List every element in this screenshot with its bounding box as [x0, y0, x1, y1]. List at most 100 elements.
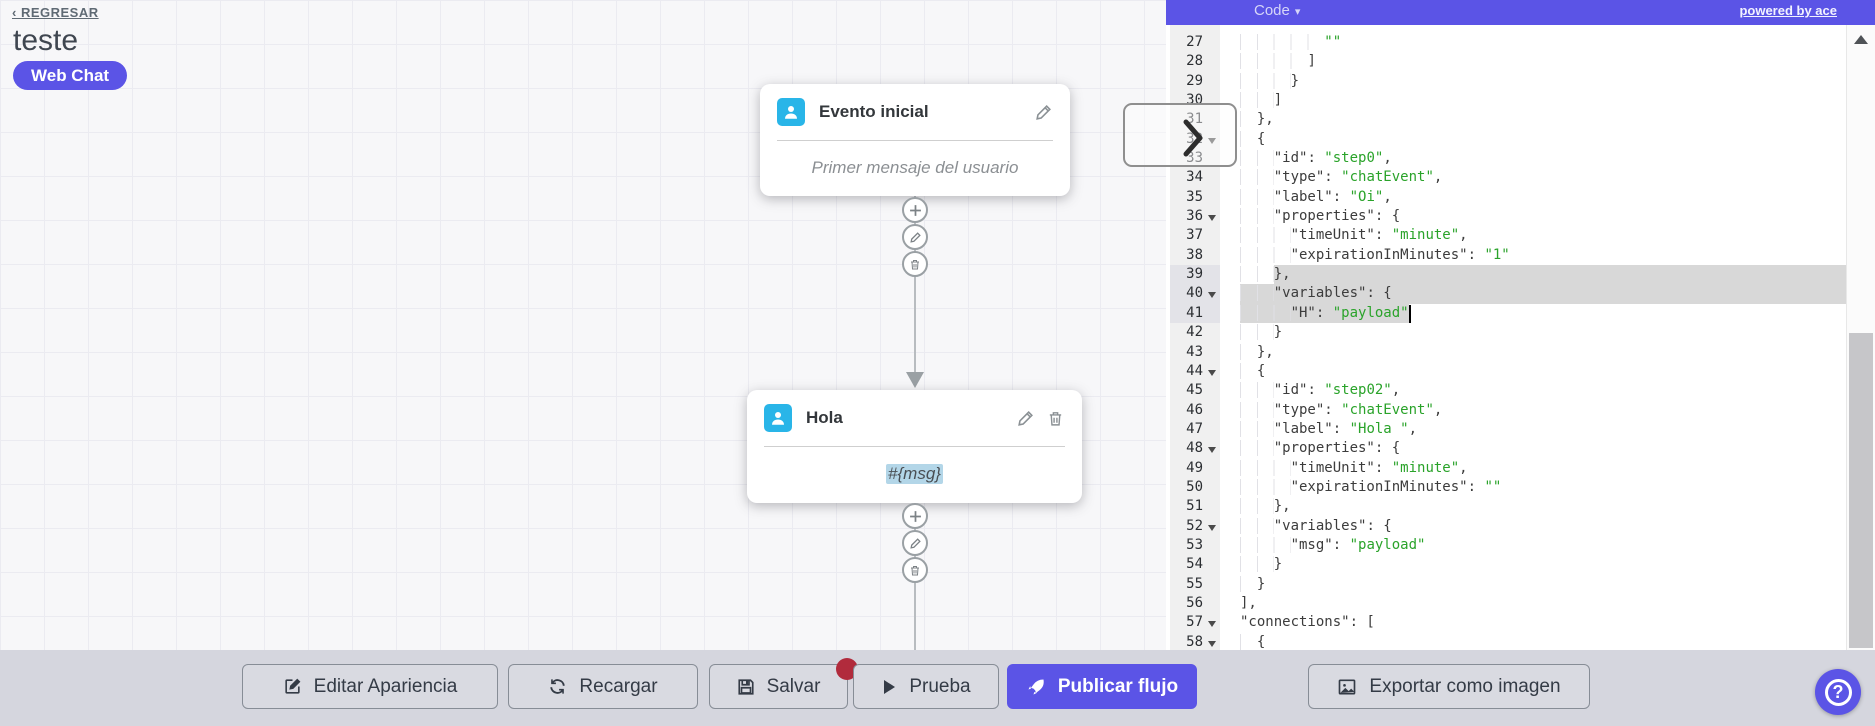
line-number[interactable]: 35 [1186, 188, 1203, 205]
code-line[interactable]: "label": "Oi", [1220, 188, 1846, 207]
line-number[interactable]: 40 [1170, 284, 1220, 304]
code-line[interactable]: { [1220, 362, 1846, 381]
scrollbar-thumb[interactable] [1849, 333, 1873, 648]
line-number[interactable]: 42 [1186, 324, 1203, 341]
code-line[interactable]: "connections": [ [1220, 613, 1846, 632]
code-line[interactable]: "type": "chatEvent", [1220, 168, 1846, 187]
code-line[interactable]: ], [1220, 594, 1846, 613]
export-image-button[interactable]: Exportar como imagen [1308, 664, 1590, 709]
line-number[interactable]: 54 [1186, 556, 1203, 573]
node-header: Hola [747, 390, 1082, 446]
line-number[interactable]: 46 [1186, 401, 1203, 418]
publish-button[interactable]: Publicar flujo [1007, 664, 1197, 709]
delete-connection-button[interactable] [902, 251, 928, 277]
line-number[interactable]: 55 [1186, 575, 1203, 592]
line-number[interactable]: 51 [1186, 498, 1203, 515]
code-line[interactable]: { [1220, 633, 1846, 650]
code-line[interactable]: "variables": { [1220, 517, 1846, 536]
trash-icon[interactable] [1045, 408, 1065, 428]
code-line[interactable]: "properties": { [1220, 439, 1846, 458]
code-line[interactable]: } [1220, 575, 1846, 594]
code-line[interactable]: }, [1220, 343, 1846, 362]
line-number[interactable]: 33 [1186, 150, 1203, 167]
code-line[interactable]: { [1220, 130, 1846, 149]
pencil-icon[interactable] [1015, 408, 1035, 428]
code-line[interactable]: "H": "payload" [1220, 303, 1846, 324]
node-card-evento-inicial[interactable]: Evento inicial Primer mensaje del usuari… [760, 84, 1070, 196]
code-line[interactable]: ] [1220, 91, 1846, 110]
code-line[interactable]: ] [1220, 52, 1846, 71]
delete-connection-button[interactable] [902, 557, 928, 583]
line-number[interactable]: 37 [1186, 227, 1203, 244]
code-line[interactable]: "type": "chatEvent", [1220, 401, 1846, 420]
powered-by-ace-link[interactable]: powered by ace [1739, 3, 1837, 18]
line-number[interactable]: 50 [1186, 478, 1203, 495]
edit-connection-button[interactable] [902, 224, 928, 250]
line-number[interactable]: 34 [1186, 169, 1203, 186]
fold-arrow-icon[interactable] [1208, 292, 1216, 299]
code-line[interactable]: }, [1220, 265, 1846, 285]
line-number[interactable]: 43 [1186, 343, 1203, 360]
line-number[interactable]: 29 [1186, 72, 1203, 89]
code-line[interactable]: "label": "Hola ", [1220, 420, 1846, 439]
code-line[interactable]: } [1220, 555, 1846, 574]
fold-arrow-icon[interactable] [1208, 369, 1216, 376]
line-number[interactable]: 38 [1186, 246, 1203, 263]
help-button[interactable]: ? [1815, 669, 1861, 715]
line-number[interactable]: 57 [1170, 613, 1220, 632]
node-title: Evento inicial [819, 102, 929, 121]
line-number[interactable]: 47 [1186, 420, 1203, 437]
code-line[interactable]: "variables": { [1220, 284, 1846, 304]
edit-connection-button[interactable] [902, 530, 928, 556]
fold-arrow-icon[interactable] [1208, 137, 1216, 144]
fold-arrow-icon[interactable] [1208, 621, 1216, 628]
line-number[interactable]: 58 [1170, 633, 1220, 650]
code-line[interactable]: "timeUnit": "minute", [1220, 226, 1846, 245]
code-line[interactable]: "expirationInMinutes": "" [1220, 478, 1846, 497]
line-number[interactable]: 27 [1186, 34, 1203, 50]
scroll-up-icon[interactable] [1854, 35, 1868, 44]
fold-arrow-icon[interactable] [1208, 447, 1216, 454]
code-line[interactable]: "" [1220, 33, 1846, 52]
add-step-button[interactable] [902, 197, 928, 223]
back-link[interactable]: ‹ REGRESAR [12, 5, 99, 20]
flow-canvas[interactable]: ‹ REGRESAR teste Web Chat Evento inicial… [0, 0, 1166, 726]
code-lines[interactable]: "" ] } ] }, { "id": "step0", "type": "ch… [1220, 25, 1846, 650]
edit-appearance-button[interactable]: Editar Apariencia [242, 664, 498, 709]
code-line[interactable]: "id": "step0", [1220, 149, 1846, 168]
code-mode-dropdown[interactable]: Code▾ [1254, 2, 1301, 19]
line-number[interactable]: 36 [1170, 207, 1220, 226]
line-number[interactable]: 44 [1170, 362, 1220, 381]
line-number[interactable]: 41 [1170, 303, 1220, 324]
code-line[interactable]: "properties": { [1220, 207, 1846, 226]
line-number[interactable]: 52 [1170, 517, 1220, 536]
scrollbar[interactable] [1846, 25, 1875, 650]
collapse-code-panel-button[interactable] [1123, 103, 1237, 167]
line-number[interactable]: 56 [1186, 594, 1203, 611]
save-button[interactable]: Salvar [709, 658, 858, 709]
test-button[interactable]: Prueba [853, 664, 999, 709]
line-number[interactable]: 45 [1186, 382, 1203, 399]
code-line[interactable]: "expirationInMinutes": "1" [1220, 246, 1846, 265]
line-number[interactable]: 53 [1186, 536, 1203, 553]
code-line[interactable]: "id": "step02", [1220, 381, 1846, 400]
code-line[interactable]: }, [1220, 110, 1846, 129]
fold-arrow-icon[interactable] [1208, 524, 1216, 531]
code-line[interactable]: } [1220, 323, 1846, 342]
code-line[interactable]: }, [1220, 497, 1846, 516]
code-line[interactable]: } [1220, 72, 1846, 91]
line-number[interactable]: 39 [1170, 265, 1220, 285]
node-card-hola[interactable]: Hola #{msg} [747, 390, 1082, 503]
reload-button[interactable]: Recargar [508, 664, 698, 709]
code-line[interactable]: "msg": "payload" [1220, 536, 1846, 555]
node-title: Hola [806, 408, 843, 427]
fold-arrow-icon[interactable] [1208, 215, 1216, 222]
fold-arrow-icon[interactable] [1208, 640, 1216, 647]
code-line[interactable]: "timeUnit": "minute", [1220, 459, 1846, 478]
line-number[interactable]: 28 [1186, 53, 1203, 70]
pencil-icon[interactable] [1033, 102, 1053, 122]
add-step-button[interactable] [902, 503, 928, 529]
line-number[interactable]: 49 [1186, 459, 1203, 476]
line-number[interactable]: 48 [1170, 439, 1220, 458]
